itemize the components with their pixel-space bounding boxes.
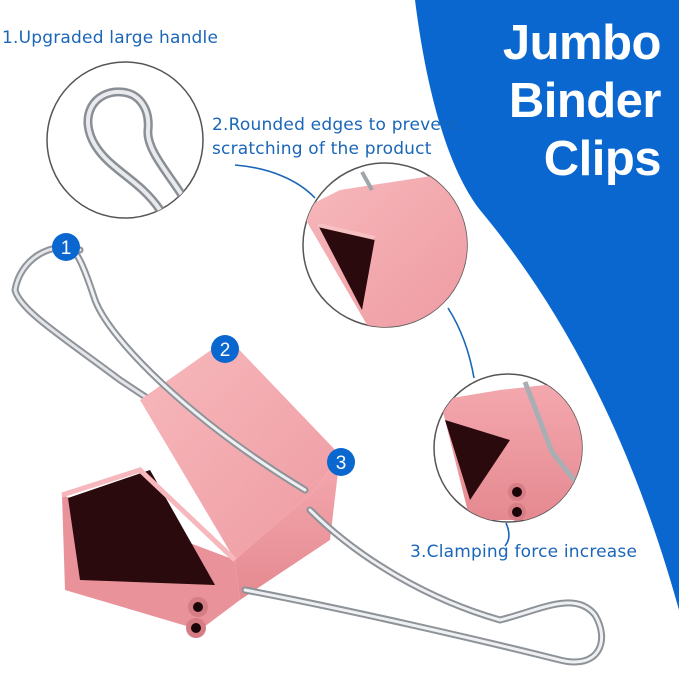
- title-line-2: Binder: [508, 74, 662, 128]
- caption-edges-line-1: 2.Rounded edges to prevent: [212, 115, 459, 135]
- badge-1: 1: [52, 233, 80, 261]
- caption-edges-line-2: scratching of the product: [212, 139, 432, 159]
- caption-handle: 1.Upgraded large handle: [2, 28, 219, 48]
- blue-corner-shape: [415, 0, 679, 610]
- title-line-3: Clips: [543, 132, 662, 186]
- badge-2-label: 2: [220, 340, 231, 361]
- badge-1-label: 1: [61, 238, 72, 259]
- caption-clamping: 3.Clamping force increase: [410, 542, 638, 562]
- binder-clip: [11, 241, 606, 666]
- clamp-zoom-circle: [433, 373, 583, 523]
- caption-edges: 2.Rounded edges to prevent scratching of…: [212, 113, 459, 161]
- connector-lines: [234, 164, 510, 547]
- badge-3-label: 3: [336, 453, 347, 474]
- badge-3: 3: [327, 448, 355, 476]
- badge-2: 2: [211, 335, 239, 363]
- handle-zoom-circle: [46, 61, 204, 219]
- edge-zoom-circle: [302, 162, 468, 328]
- product-title: Jumbo Binder Clips: [471, 14, 662, 188]
- title-line-1: Jumbo: [502, 16, 662, 70]
